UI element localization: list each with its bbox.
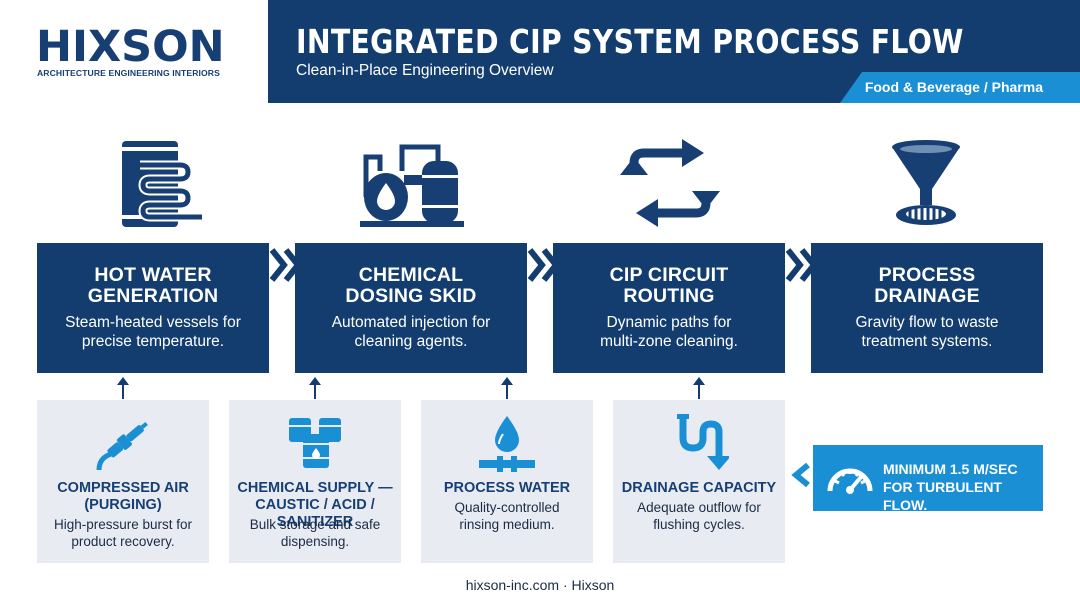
page-subtitle: Clean-in-Place Engineering Overview [296, 62, 554, 79]
flow-chevron-icon [785, 248, 818, 282]
stage-title: CIP CIRCUIT ROUTING [609, 264, 729, 307]
input-title: COMPRESSED AIR (PURGING) [57, 480, 189, 513]
speedometer-icon [827, 468, 873, 494]
stage-description: Steam-heated vessels for precise tempera… [65, 314, 241, 350]
stage-title: HOT WATER GENERATION [87, 264, 219, 307]
callout-text: MINIMUM 1.5 M/SEC FOR TURBULENT FLOW. [883, 461, 1018, 513]
stage-hot-water: HOT WATER GENERATION Steam-heated vessel… [37, 243, 269, 373]
input-description: Quality-controlled rinsing medium. [454, 500, 560, 532]
stage-chemical-dosing: CHEMICAL DOSING SKID Automated injection… [295, 243, 527, 373]
drain-pipe-icon [677, 414, 729, 470]
input-chemical-supply: CHEMICAL SUPPLY — CAUSTIC / ACID / SANIT… [229, 400, 401, 563]
up-arrow-icon [117, 377, 129, 399]
up-arrow-icon [309, 377, 321, 399]
company-logo: HIXSON [36, 22, 225, 72]
input-drainage-capacity: DRAINAGE CAPACITY Adequate outflow for f… [613, 400, 785, 563]
input-title: PROCESS WATER [443, 480, 571, 496]
boiler-tank-icon [100, 135, 220, 231]
industry-badge: Food & Beverage / Pharma [840, 72, 1080, 103]
stage-title: CHEMICAL DOSING SKID [345, 264, 477, 307]
funnel-drain-icon [866, 135, 986, 231]
chemical-drums-icon [289, 418, 341, 468]
stage-description: Dynamic paths for multi-zone cleaning. [600, 314, 738, 350]
company-tagline: ARCHITECTURE ENGINEERING INTERIORS [37, 68, 220, 78]
circulation-arrows-icon [610, 135, 730, 231]
input-title: CHEMICAL SUPPLY — CAUSTIC / ACID / SANIT… [237, 480, 393, 530]
flow-chevron-icon [269, 248, 302, 282]
page-title: INTEGRATED CIP SYSTEM PROCESS FLOW [296, 22, 964, 61]
input-process-water: PROCESS WATER Quality-controlled rinsing… [421, 400, 593, 563]
stage-drainage: PROCESS DRAINAGE Gravity flow to waste t… [811, 243, 1043, 373]
flow-velocity-callout: MINIMUM 1.5 M/SEC FOR TURBULENT FLOW. [813, 445, 1043, 513]
water-drop-pipe-icon [479, 416, 535, 472]
industry-label: Food & Beverage / Pharma [864, 79, 1043, 95]
up-arrow-icon [501, 377, 513, 399]
input-title: DRAINAGE CAPACITY [621, 480, 777, 496]
input-compressed-air: COMPRESSED AIR (PURGING) High-pressure b… [37, 400, 209, 563]
stage-title: PROCESS DRAINAGE [874, 264, 980, 307]
stage-cip-routing: CIP CIRCUIT ROUTING Dynamic paths for mu… [553, 243, 785, 373]
dosing-skid-icon [352, 135, 472, 231]
logo-block: HIXSON ARCHITECTURE ENGINEERING INTERIOR… [0, 0, 268, 103]
up-arrow-icon [693, 377, 705, 399]
input-description: High-pressure burst for product recovery… [53, 517, 193, 549]
input-description: Bulk storage and safe dispensing. [249, 517, 381, 549]
title-banner: INTEGRATED CIP SYSTEM PROCESS FLOW Clean… [268, 0, 1080, 103]
footer-credit: hixson-inc.com · Hixson [465, 577, 615, 593]
input-description: Adequate outflow for flushing cycles. [637, 500, 761, 532]
flow-chevron-icon [527, 248, 560, 282]
callout-pointer-icon [791, 462, 810, 488]
air-nozzle-icon [96, 421, 148, 471]
stage-description: Automated injection for cleaning agents. [331, 314, 491, 350]
stage-description: Gravity flow to waste treatment systems. [855, 314, 999, 350]
